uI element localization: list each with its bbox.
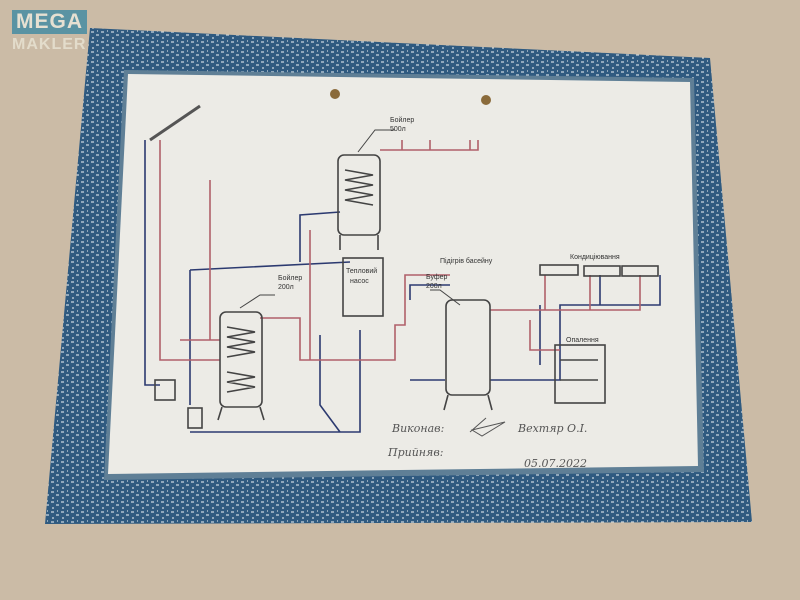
- fancoil-3: [621, 265, 659, 277]
- buffer-tank: [445, 299, 491, 396]
- boiler-200-legs: [217, 406, 265, 421]
- boiler-200-tank: [219, 311, 263, 408]
- cold-pipe: [144, 140, 661, 433]
- hanging-hole: [330, 89, 340, 99]
- manifold: [560, 359, 598, 381]
- heating-manifold-box: [554, 344, 606, 404]
- solar-collector: [149, 104, 201, 142]
- conditioning-label: Кондиціювання: [570, 253, 620, 261]
- diagram-labels: Бойлер 500л Тепловий насос Підігрів басе…: [278, 116, 620, 344]
- hot-pipe: [159, 140, 641, 361]
- boiler-500-legs: [339, 235, 379, 250]
- boiler-500-coil: [344, 169, 374, 206]
- buffer-volume: 200л: [426, 283, 442, 290]
- heat-pump-label-2: насос: [350, 278, 369, 285]
- buffer-legs: [443, 394, 493, 411]
- pool-heating-label: Підігрів басейну: [440, 257, 493, 265]
- leader-line: [239, 129, 461, 309]
- watermark-logo: MEGA MAKLER: [12, 10, 88, 54]
- boiler-500-title: Бойлер: [390, 116, 414, 124]
- schematic: [144, 104, 661, 433]
- expansion-tank: [187, 407, 203, 429]
- boiler-500-tank: [337, 154, 381, 236]
- boiler-200-volume: 200л: [278, 284, 294, 291]
- signature: [469, 417, 506, 437]
- boiler-200-title: Бойлер: [278, 274, 302, 282]
- signoff: Виконав: Вехтяр О.І. Прийняв: 05.07.2022: [387, 417, 587, 470]
- date: 05.07.2022: [524, 457, 587, 470]
- paper-sheet: [108, 74, 698, 474]
- boiler-500-volume: 500л: [390, 126, 406, 133]
- fancoil-1: [539, 264, 579, 276]
- logo-mega: MEGA: [12, 10, 87, 34]
- hanging-hole: [481, 95, 491, 105]
- heat-pump-box: [342, 257, 384, 317]
- heating-label: Опалення: [566, 337, 599, 344]
- executed-label: Виконав:: [391, 422, 444, 435]
- pump-box: [154, 379, 176, 401]
- fancoil-2: [583, 265, 621, 277]
- accepted-label: Прийняв:: [387, 446, 443, 459]
- logo-makler: MAKLER: [12, 36, 87, 53]
- boiler-200-coil: [226, 326, 256, 393]
- buffer-title: Буфер: [426, 274, 448, 281]
- executed-name: Вехтяр О.І.: [517, 422, 587, 435]
- heat-pump-label-1: Тепловий: [346, 267, 377, 275]
